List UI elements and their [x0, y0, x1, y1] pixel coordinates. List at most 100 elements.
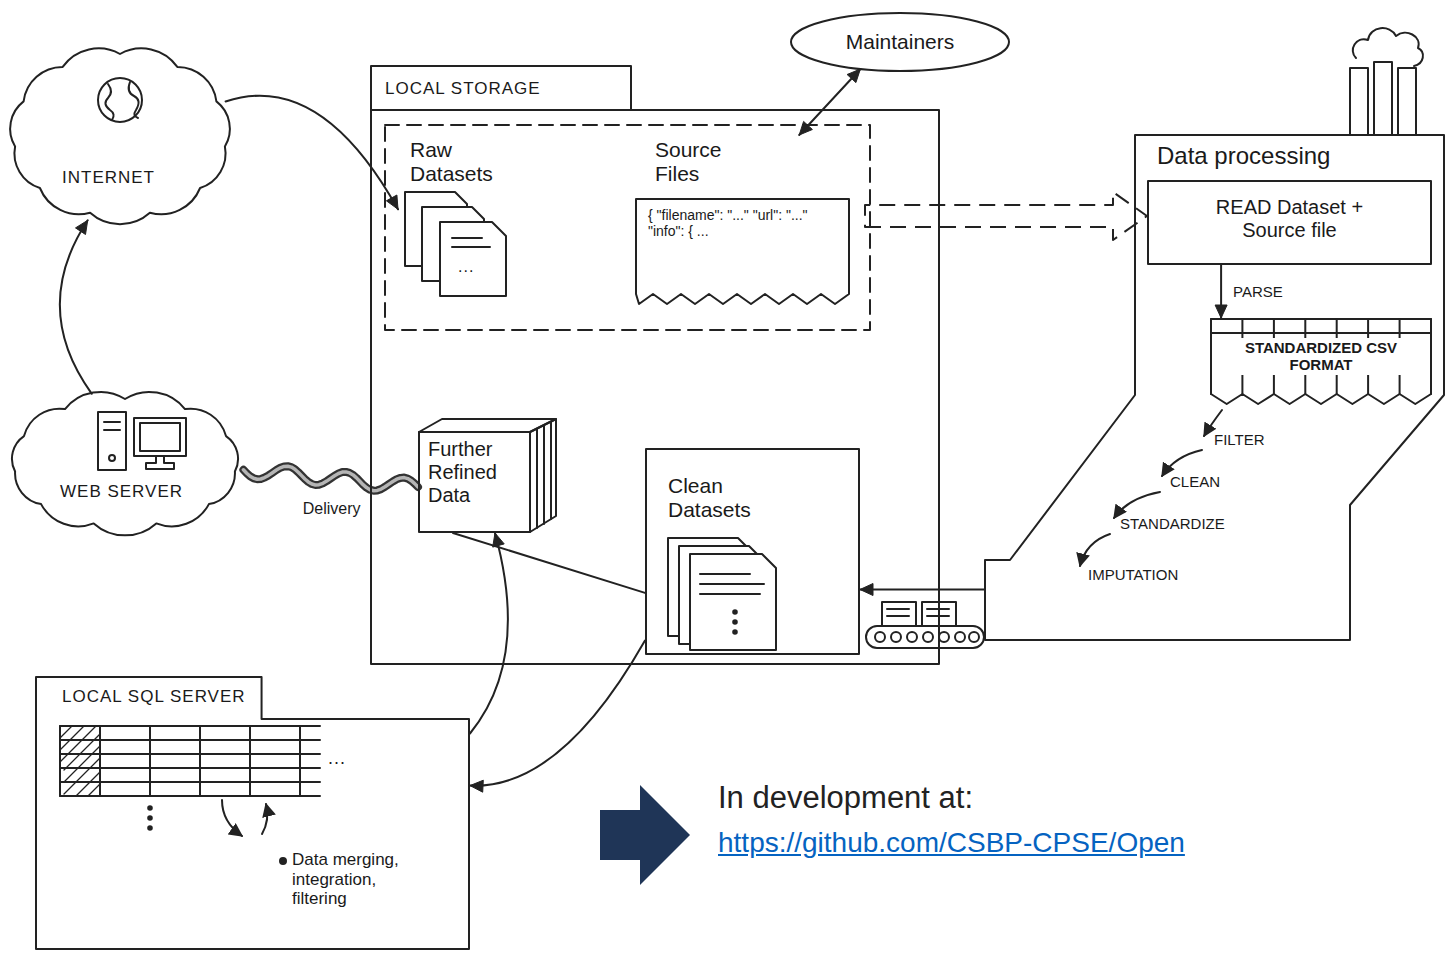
node-label: READ Dataset + Source file — [1202, 196, 1377, 242]
computer-icon — [104, 421, 120, 423]
node-label: Clean Datasets — [668, 474, 778, 522]
csv-format-grid: STANDARDIZED CSV FORMAT — [1210, 318, 1432, 406]
clean-dataset-icons — [733, 630, 737, 634]
read-step-box: READ Dataset + Source file — [1147, 180, 1432, 265]
clean-dataset-icons — [733, 620, 737, 624]
step-label: FILTER — [1214, 431, 1265, 448]
smokestacks — [1350, 28, 1423, 135]
node-outline — [0, 40, 240, 230]
conveyor-belt — [866, 602, 984, 648]
node-label: LOCAL STORAGE — [385, 79, 541, 99]
pointer-arrow — [600, 785, 690, 885]
clean-dataset-icons — [733, 610, 737, 614]
node-outline — [35, 676, 470, 950]
node-label: Source Files — [655, 138, 755, 186]
annotation-arrows — [262, 804, 267, 834]
connector-label: Delivery — [301, 500, 363, 518]
node-outline — [1148, 181, 1431, 264]
node-label: { "filename": "..." "url": "..." "info":… — [648, 207, 840, 239]
source-files-group: Source Files { "filename": "..." "url": "… — [630, 135, 865, 315]
clean-dataset-icons — [668, 538, 776, 650]
node-outline — [10, 48, 230, 224]
conveyor-belt — [866, 626, 984, 648]
sql-table — [148, 806, 152, 810]
step-label: STANDARDIZE — [1120, 515, 1225, 532]
step-label: CLEAN — [1170, 473, 1220, 490]
annotation-arrows — [222, 800, 286, 864]
connector — [226, 96, 398, 210]
conveyor-belt — [875, 632, 885, 642]
web-server-cloud: WEB SERVER — [0, 385, 250, 540]
processing-step-arrows — [1162, 450, 1202, 476]
computer-icon — [134, 418, 186, 456]
node-outline — [985, 135, 1444, 640]
raw-dataset-icons — [405, 192, 506, 296]
clean-dataset-icons — [700, 574, 764, 594]
computer-icon — [109, 455, 115, 461]
arrowhead — [860, 584, 873, 596]
node-label: STANDARDIZED CSV FORMAT — [1220, 338, 1422, 375]
straight-connector — [860, 589, 985, 591]
raw-dataset-icons — [452, 238, 490, 247]
node-outline — [0, 385, 250, 540]
conveyor-belt — [891, 632, 901, 642]
smokestacks — [1398, 68, 1416, 135]
connector — [453, 533, 645, 593]
connector — [470, 533, 508, 734]
sql-table — [148, 816, 152, 820]
node-outline — [1211, 394, 1431, 404]
processing-factory: Data processingREAD Dataset + Source fil… — [985, 135, 1445, 640]
connector — [60, 220, 92, 393]
straight-connector — [799, 69, 860, 135]
node-outline — [537, 422, 551, 528]
node-outline — [1430, 319, 1432, 394]
node-outline — [36, 677, 469, 949]
node-label: WEB SERVER — [60, 482, 183, 502]
hollow-arrow — [865, 192, 1147, 240]
connector — [860, 584, 985, 596]
connector — [243, 466, 418, 491]
node-label: INTERNET — [62, 168, 155, 188]
arrowhead — [847, 69, 860, 83]
node-outline — [791, 13, 1009, 71]
cable — [243, 466, 418, 491]
sql-table — [60, 726, 320, 796]
node-outline — [1211, 319, 1431, 333]
processing-step-arrows — [1114, 492, 1160, 518]
sql-table — [60, 726, 320, 830]
clean-datasets-box: Clean Datasets — [645, 448, 860, 655]
globe-icon — [98, 78, 142, 122]
curved-connector — [470, 641, 645, 786]
annotation-arrows — [222, 800, 242, 836]
dashed-region — [385, 125, 870, 330]
sql-table — [148, 826, 152, 830]
globe-icon — [105, 82, 138, 120]
ellipsis-mark: ... — [328, 748, 346, 769]
node-outline — [636, 199, 849, 304]
node-outline — [419, 432, 530, 532]
dashed-region — [385, 125, 870, 330]
curved-connector — [60, 220, 92, 393]
node-outline — [371, 66, 631, 110]
node-outline — [371, 110, 939, 664]
globe-icon — [98, 78, 142, 122]
raw-datasets-group: Raw Datasets — [398, 135, 558, 300]
arrowhead — [76, 220, 88, 234]
node-label: Raw Datasets — [410, 138, 520, 186]
connector — [1215, 265, 1227, 318]
note-text: In development at: — [718, 780, 973, 816]
curved-connector — [226, 96, 398, 210]
source-file-card: { "filename": "..." "url": "..." "info":… — [635, 198, 850, 306]
computer-icon — [104, 429, 120, 431]
smokestacks — [1353, 28, 1423, 66]
connector — [799, 69, 860, 135]
conveyor-belt — [907, 632, 917, 642]
sql-table — [60, 726, 300, 796]
conveyor-belt — [939, 632, 949, 642]
internet-cloud: INTERNET — [0, 40, 240, 230]
refined-data-cube: Further Refined Data — [418, 418, 558, 533]
computer-icon — [98, 412, 126, 470]
smokestacks — [1350, 68, 1368, 135]
connector — [865, 192, 1147, 240]
